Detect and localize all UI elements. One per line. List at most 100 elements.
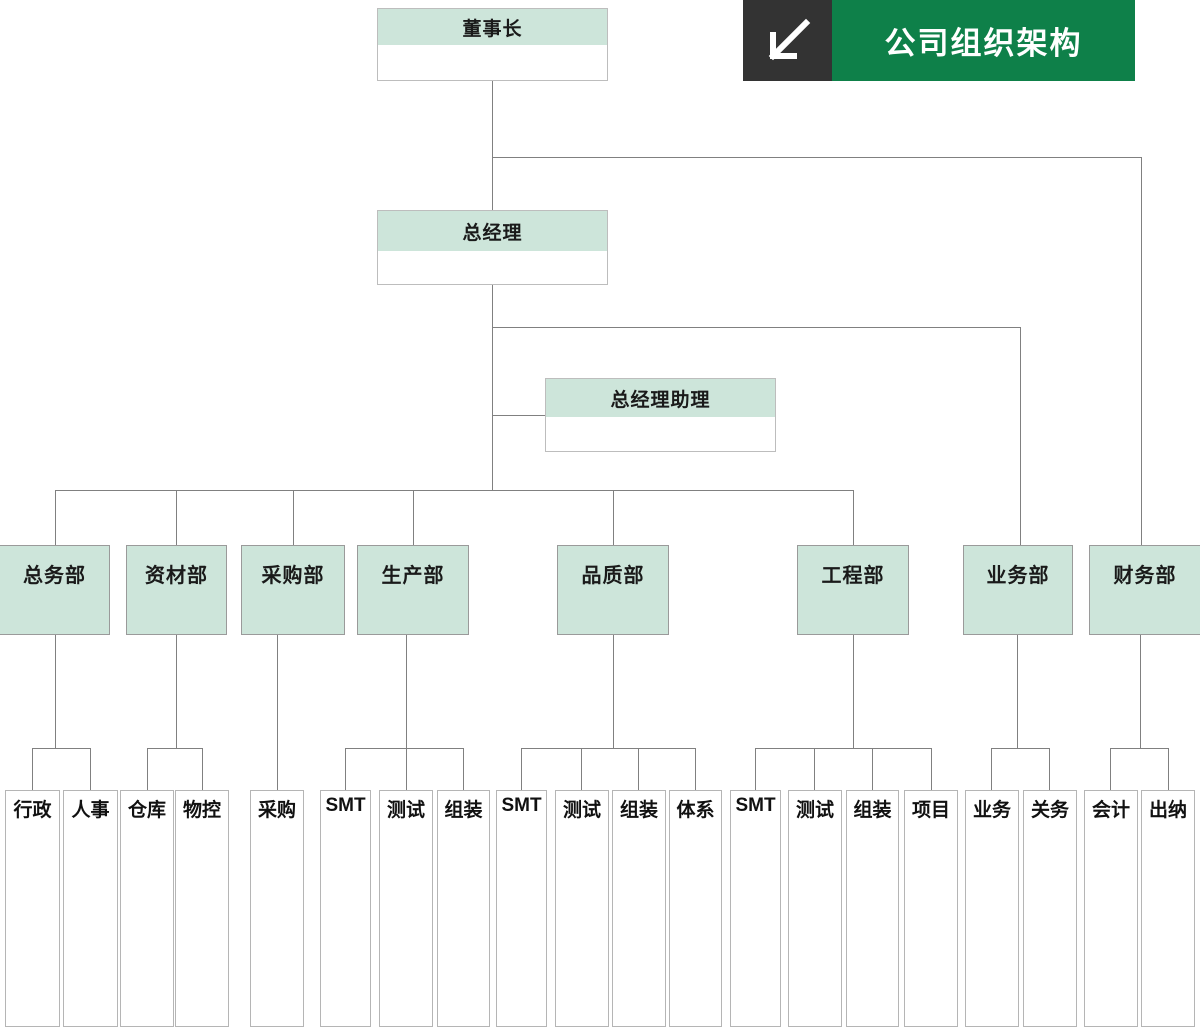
node-leaf-engineering-test[interactable]: 测试 <box>788 790 842 1027</box>
connector-materials-to-pmc <box>202 748 203 790</box>
connector-finance-to-cashier <box>1168 748 1169 790</box>
connector-finance-to-accounting <box>1110 748 1111 790</box>
node-department-materials[interactable]: 资材部 <box>126 545 227 635</box>
node-department-general-affairs[interactable]: 总务部 <box>0 545 110 635</box>
department-label: 品质部 <box>581 565 645 587</box>
connector-business-to-customs <box>1049 748 1050 790</box>
connector-quality-to-assembly <box>638 748 639 790</box>
node-leaf-engineering-smt[interactable]: SMT <box>730 790 781 1027</box>
connector-assistant-stub <box>492 415 545 416</box>
node-gm-assistant-body <box>546 417 775 451</box>
leaf-label: 出纳 <box>1148 800 1187 821</box>
connector-finance-bus <box>1110 748 1168 749</box>
connector-bus-to-quality <box>613 490 614 545</box>
node-chairman[interactable]: 董事长 <box>377 8 608 81</box>
leaf-label: SMT <box>325 795 366 816</box>
department-label: 资材部 <box>145 565 208 587</box>
connector-chairman-to-finance <box>1141 157 1142 545</box>
leaf-label: 会计 <box>1091 800 1130 821</box>
node-leaf-accounting[interactable]: 会计 <box>1084 790 1138 1027</box>
leaf-label: 体系 <box>676 800 715 821</box>
node-leaf-production-assembly[interactable]: 组装 <box>437 790 490 1027</box>
connector-gm-bus <box>492 327 1021 328</box>
connector-bus-to-production <box>413 490 414 545</box>
leaf-label: 测试 <box>795 800 834 821</box>
node-leaf-sales[interactable]: 业务 <box>965 790 1019 1027</box>
connector-general-affairs-bus <box>32 748 91 749</box>
node-leaf-warehouse[interactable]: 仓库 <box>120 790 174 1027</box>
node-leaf-production-smt[interactable]: SMT <box>320 790 371 1027</box>
arrow-down-left-icon <box>743 0 832 81</box>
connector-bus-to-engineering <box>853 490 854 545</box>
node-leaf-hr[interactable]: 人事 <box>63 790 118 1027</box>
connector-bus-to-materials <box>176 490 177 545</box>
node-leaf-production-test[interactable]: 测试 <box>379 790 433 1027</box>
connector-business-bus <box>991 748 1049 749</box>
leaf-label: 组装 <box>619 800 658 821</box>
connector-business-stem <box>1017 635 1018 748</box>
connector-engineering-to-test <box>814 748 815 790</box>
node-department-quality[interactable]: 品质部 <box>557 545 669 635</box>
connector-quality-to-system <box>695 748 696 790</box>
department-label: 工程部 <box>821 565 885 587</box>
connector-chairman-bus <box>492 157 1142 158</box>
node-leaf-engineering-assembly[interactable]: 组装 <box>846 790 899 1027</box>
leaf-label: 仓库 <box>127 800 166 821</box>
department-label: 总务部 <box>23 565 86 587</box>
department-label: 生产部 <box>381 565 445 587</box>
node-leaf-engineering-project[interactable]: 项目 <box>904 790 958 1027</box>
connector-general-affairs-stem <box>55 635 56 748</box>
connector-gm-to-business <box>1020 327 1021 545</box>
node-leaf-buyer[interactable]: 采购 <box>250 790 304 1027</box>
leaf-label: 行政 <box>13 800 52 821</box>
leaf-label: 测试 <box>562 800 601 821</box>
connector-department-bus <box>55 490 853 491</box>
connector-engineering-to-smt <box>755 748 756 790</box>
node-leaf-quality-smt[interactable]: SMT <box>496 790 547 1027</box>
connector-quality-to-smt <box>521 748 522 790</box>
leaf-label: SMT <box>735 795 776 816</box>
node-leaf-quality-system[interactable]: 体系 <box>669 790 722 1027</box>
leaf-label: 业务 <box>972 800 1011 821</box>
leaf-label: 组装 <box>853 800 892 821</box>
node-chairman-body <box>378 45 607 80</box>
connector-general-affairs-to-admin <box>32 748 33 790</box>
connector-gm-to-assistant <box>492 327 493 490</box>
connector-production-to-assembly <box>463 748 464 790</box>
node-chairman-label: 董事长 <box>378 9 607 45</box>
node-department-production[interactable]: 生产部 <box>357 545 469 635</box>
connector-gm-stem <box>492 285 493 328</box>
node-leaf-quality-test[interactable]: 测试 <box>555 790 609 1027</box>
node-general-manager-label: 总经理 <box>378 211 607 251</box>
connector-engineering-stem <box>853 635 854 748</box>
connector-purchasing-to-buyer <box>277 635 278 790</box>
leaf-label: 项目 <box>911 800 950 821</box>
node-department-business[interactable]: 业务部 <box>963 545 1073 635</box>
node-leaf-pmc[interactable]: 物控 <box>175 790 229 1027</box>
leaf-label: 物控 <box>182 800 221 821</box>
node-general-manager[interactable]: 总经理 <box>377 210 608 285</box>
department-label: 采购部 <box>261 565 325 587</box>
connector-bus-to-purchasing <box>293 490 294 545</box>
node-department-purchasing[interactable]: 采购部 <box>241 545 345 635</box>
node-department-engineering[interactable]: 工程部 <box>797 545 909 635</box>
node-gm-assistant-label: 总经理助理 <box>546 379 775 417</box>
connector-chairman-to-gm <box>492 157 493 210</box>
connector-engineering-bus <box>755 748 932 749</box>
node-leaf-customs[interactable]: 关务 <box>1023 790 1077 1027</box>
department-label: 财务部 <box>1113 565 1177 587</box>
connector-quality-to-test <box>581 748 582 790</box>
page-title-text: 公司组织架构 <box>884 26 1083 61</box>
connector-materials-to-warehouse <box>147 748 148 790</box>
node-leaf-quality-assembly[interactable]: 组装 <box>612 790 666 1027</box>
leaf-label: 测试 <box>386 800 425 821</box>
connector-production-to-smt <box>345 748 346 790</box>
leaf-label: 组装 <box>444 800 483 821</box>
leaf-label: SMT <box>501 795 542 816</box>
connector-production-to-test <box>406 748 407 790</box>
connector-quality-bus <box>521 748 696 749</box>
node-gm-assistant[interactable]: 总经理助理 <box>545 378 776 452</box>
node-leaf-admin[interactable]: 行政 <box>5 790 60 1027</box>
node-leaf-cashier[interactable]: 出纳 <box>1141 790 1195 1027</box>
node-department-finance[interactable]: 财务部 <box>1089 545 1200 635</box>
